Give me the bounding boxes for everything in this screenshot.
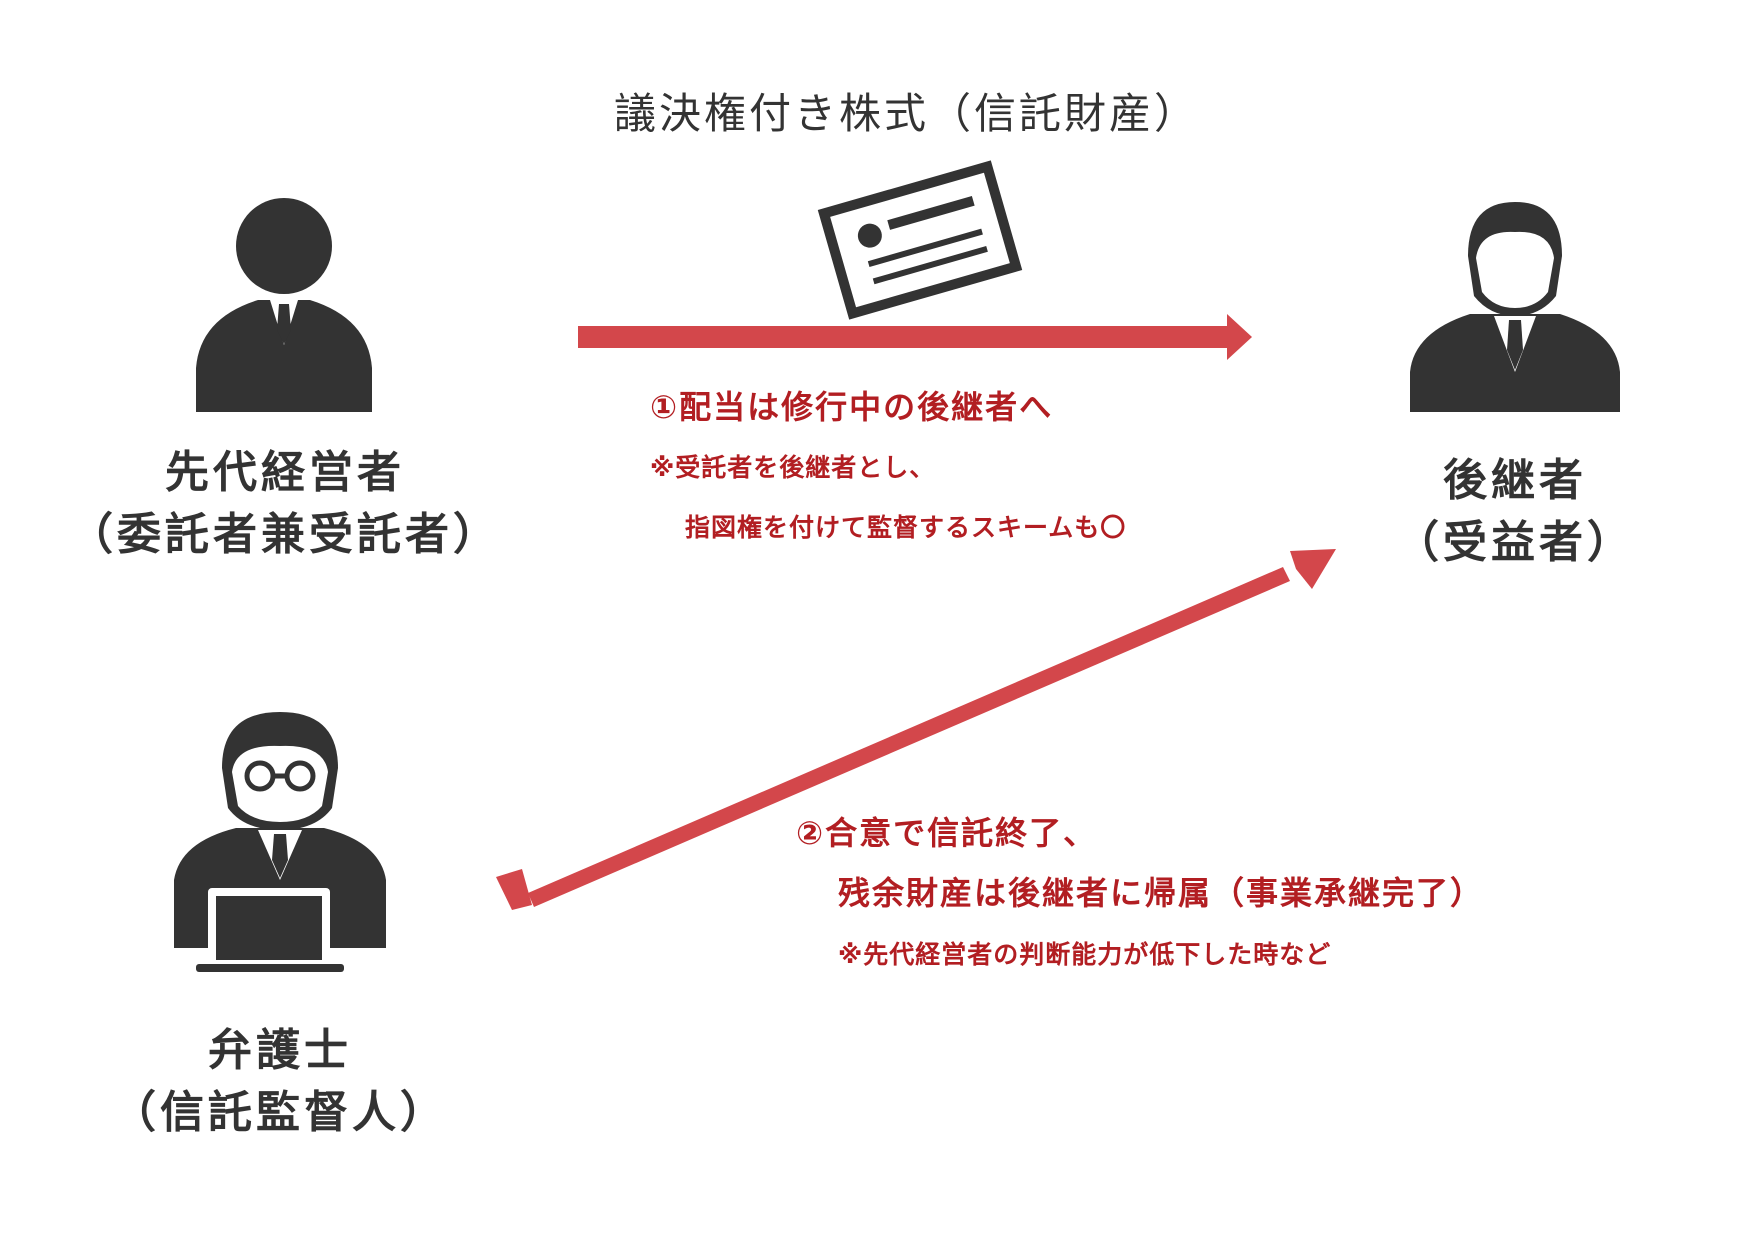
settlor-name: 先代経営者 bbox=[165, 447, 405, 498]
beneficiary-label: 後継者 （受益者） bbox=[1370, 450, 1660, 574]
supervisor-name: 弁護士 bbox=[208, 1025, 352, 1076]
businessman-suit-icon bbox=[1410, 202, 1620, 412]
beneficiary-role: （受益者） bbox=[1395, 517, 1635, 568]
dividend-arrow bbox=[578, 314, 1252, 360]
dividend-subnote-2: 指図権を付けて監督するスキームも〇 bbox=[685, 513, 1127, 542]
supervisor-role: （信託監督人） bbox=[112, 1087, 448, 1138]
termination-note-2: 残余財産は後継者に帰属（事業承継完了） bbox=[838, 874, 1485, 912]
dividend-subnote-1: ※受託者を後継者とし、 bbox=[650, 453, 936, 482]
settlor-label: 先代経営者 （委託者兼受託者） bbox=[60, 442, 510, 566]
businessman-icon bbox=[196, 198, 372, 412]
lawyer-laptop-icon bbox=[174, 712, 386, 972]
settlor-role: （委託者兼受託者） bbox=[69, 509, 501, 560]
supervisor-label: 弁護士 （信託監督人） bbox=[90, 1020, 470, 1144]
termination-arrow bbox=[496, 549, 1336, 910]
stock-certificate-icon bbox=[817, 160, 1023, 320]
dividend-note: ①配当は修行中の後継者へ bbox=[650, 388, 1054, 426]
termination-note-1: ②合意で信託終了、 bbox=[796, 814, 1098, 852]
beneficiary-name: 後継者 bbox=[1443, 455, 1587, 506]
diagram-title: 議決権付き株式（信託財産） bbox=[614, 89, 1200, 138]
termination-subnote: ※先代経営者の判断能力が低下した時など bbox=[838, 940, 1332, 969]
